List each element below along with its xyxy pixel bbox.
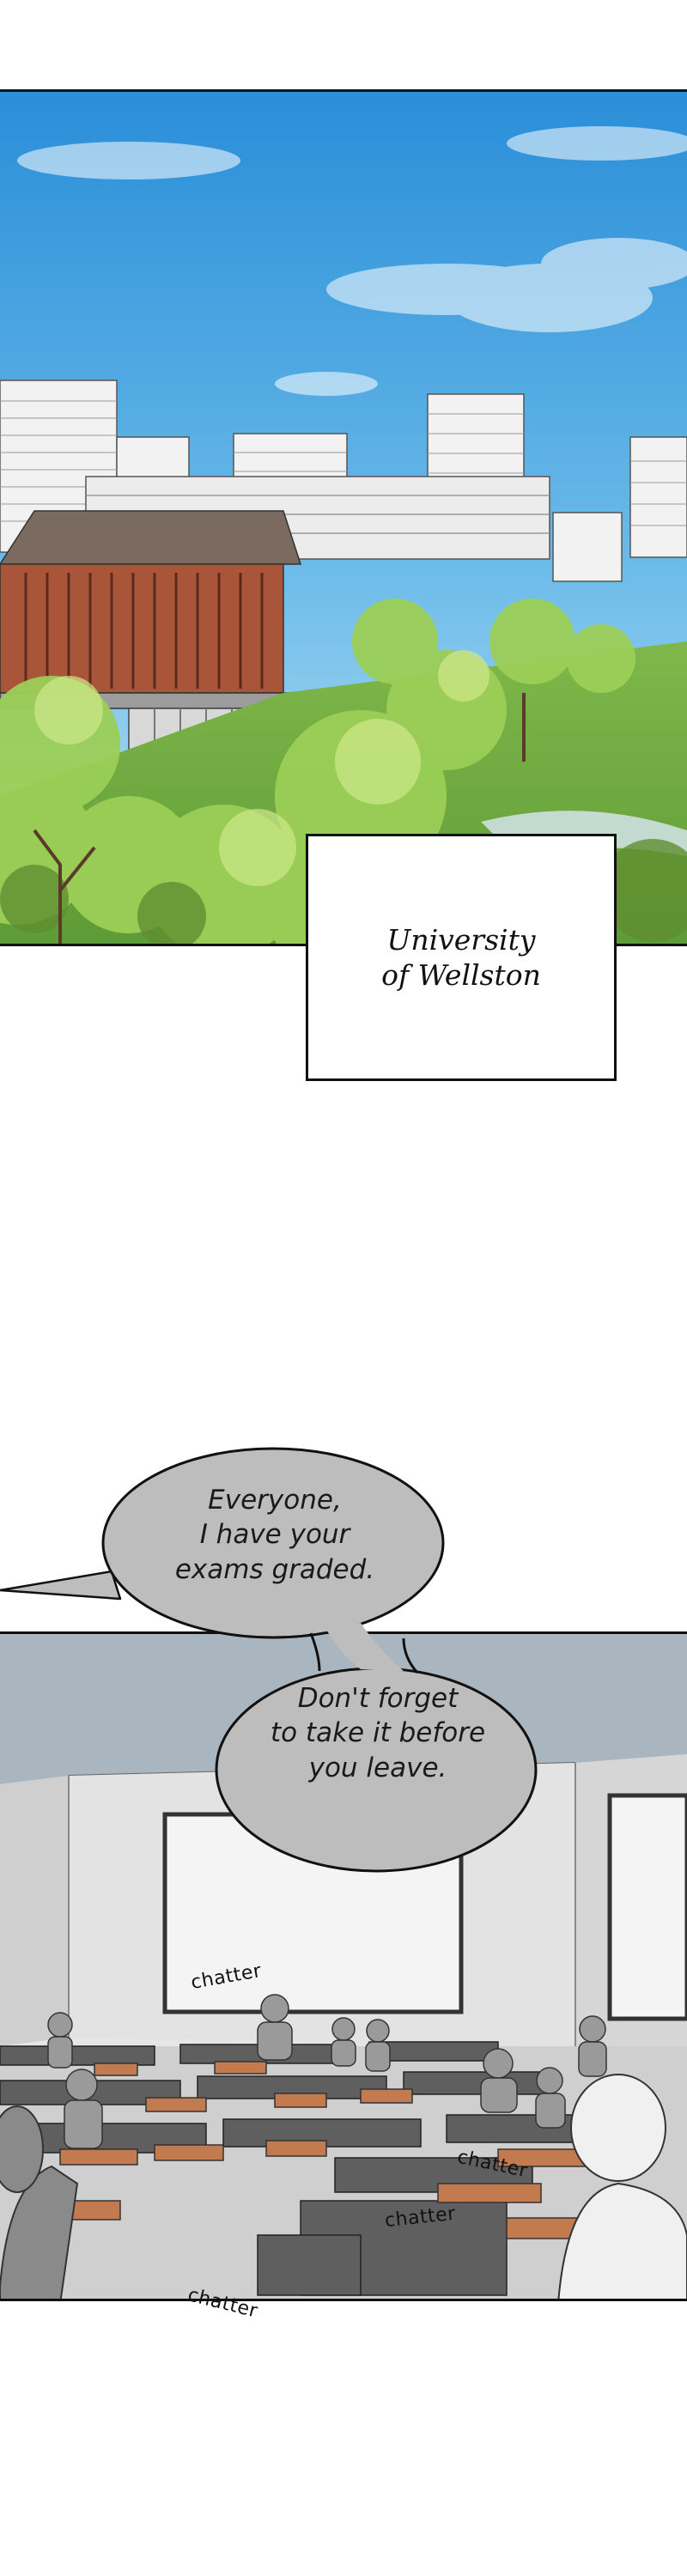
- bubble-2-line-1: Don't forget: [297, 1683, 459, 1714]
- speech-bubble-1: Everyone, I have your exams graded.: [137, 1483, 412, 1587]
- speech-bubble-2: Don't forget to take it before you leave…: [240, 1681, 515, 1785]
- speech-bubbles: [0, 1447, 538, 1873]
- bubble-1-line-3: exams graded.: [174, 1553, 375, 1585]
- bubble-2-line-2: to take it before: [270, 1717, 486, 1749]
- caption-line-2: of Wellston: [381, 958, 541, 992]
- clouds: [17, 126, 687, 396]
- location-caption-box: University of Wellston: [306, 834, 617, 1081]
- caption-line-1: University: [386, 922, 536, 957]
- campus-panel: [0, 89, 687, 946]
- bubble-1-line-2: I have your: [199, 1519, 350, 1551]
- bubble-2-line-3: you leave.: [308, 1752, 447, 1783]
- campus-illustration: [0, 92, 687, 944]
- bubble-1-line-1: Everyone,: [208, 1485, 342, 1516]
- students: [47, 1994, 607, 2149]
